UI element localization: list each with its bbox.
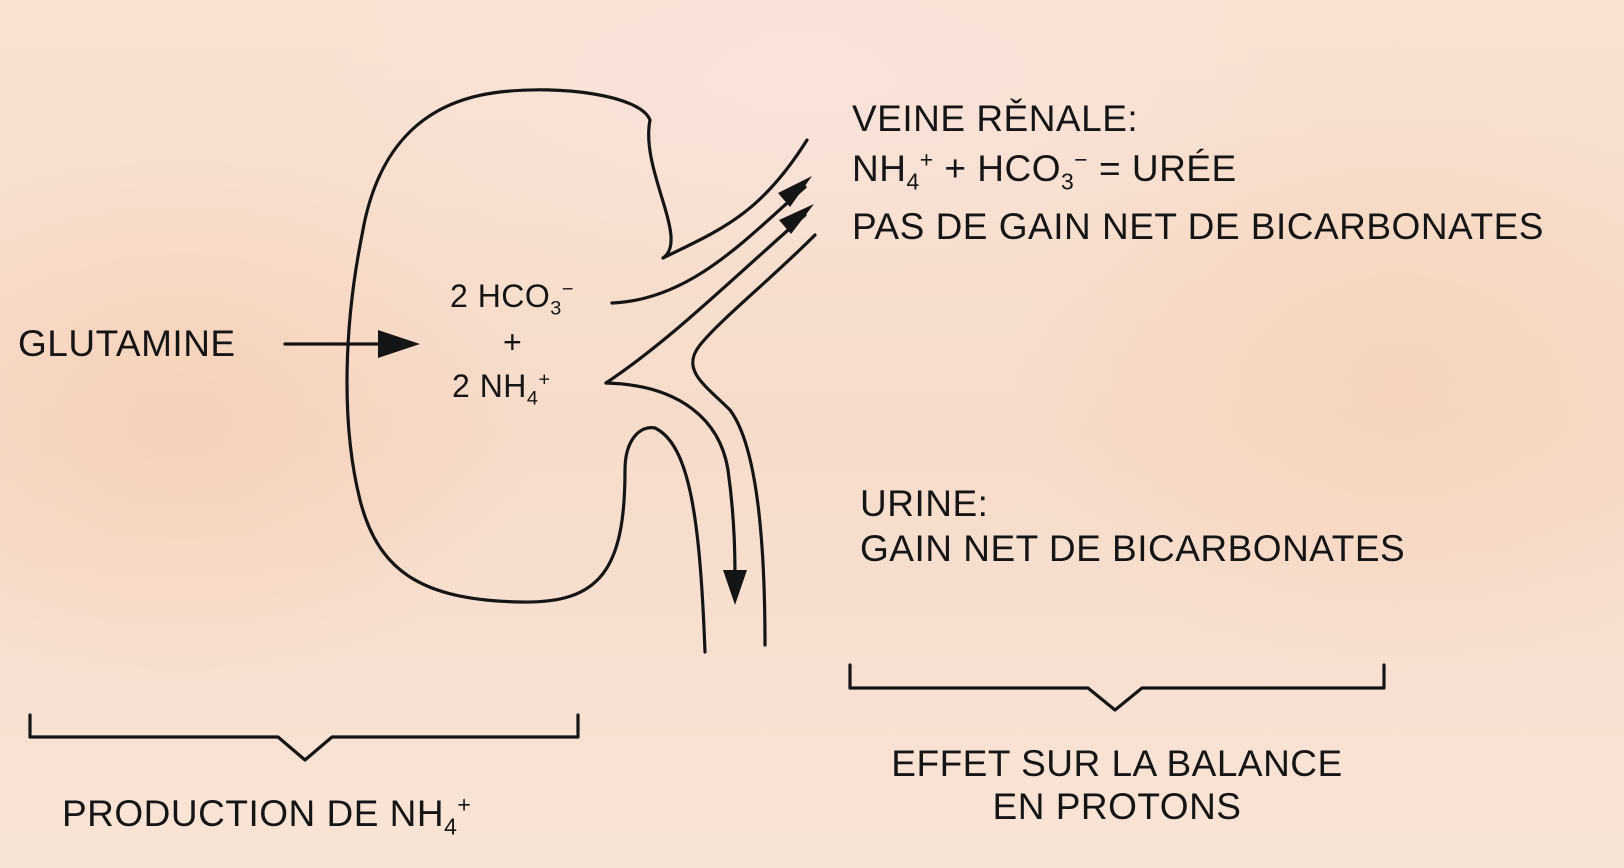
ammonium-urine-arrow (604, 381, 737, 582)
plus-sign: + (503, 324, 523, 360)
kidney-outline (345, 88, 673, 604)
bicarbonate-label: 2 HCO3− (450, 278, 574, 320)
vessel-divider (691, 233, 817, 647)
ammonium-vein-arrow (604, 213, 807, 385)
renal-vein-net-effect: PAS DE GAIN NET DE BICARBONATES (852, 206, 1544, 247)
renal-vein-equation: NH4+ + HCO3− = URÉE (852, 146, 1237, 195)
glutamine-label: GLUTAMINE (18, 323, 236, 364)
effect-line-1: EFFET SUR LA BALANCE (891, 743, 1343, 784)
ammonium-vein-arrowhead (779, 204, 814, 234)
urine-net-effect: GAIN NET DE BICARBONATES (860, 528, 1406, 569)
ammonium-label: 2 NH4+ (452, 368, 551, 410)
glutamine-arrowhead (378, 330, 420, 358)
renal-vein-title: VEINE RĚNALE: (852, 98, 1139, 139)
ureter-wall (653, 426, 707, 654)
effect-brace (848, 663, 1386, 712)
production-brace (28, 713, 580, 762)
urine-title: URINE: (860, 483, 989, 524)
renal-vein-outer (661, 138, 809, 260)
bicarbonate-arrowhead (778, 176, 812, 207)
urine-arrowhead (723, 570, 747, 605)
effect-label: EFFET SUR LA BALANCE EN PROTONS (862, 745, 1372, 825)
bicarbonate-arrow (610, 185, 807, 305)
production-label: PRODUCTION DE NH4+ (62, 791, 472, 840)
effect-line-2: EN PROTONS (992, 786, 1242, 827)
